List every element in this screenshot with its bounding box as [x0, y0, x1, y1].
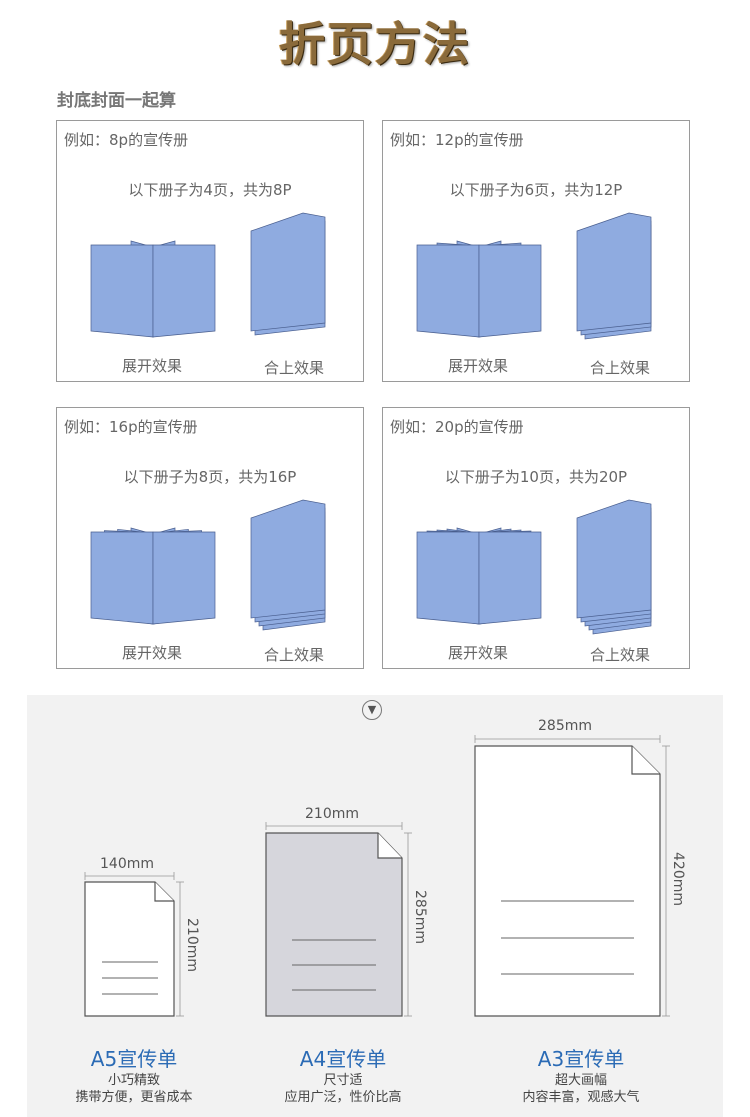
booklet-illustration — [90, 212, 326, 338]
open-right-page — [478, 531, 542, 625]
open-right-page — [478, 244, 542, 338]
a4-product-description: 应用广泛，性价比高 — [284, 1090, 402, 1105]
example-label: 例如：20p的宣传册 — [390, 418, 524, 436]
open-effect-caption: 展开效果 — [121, 357, 182, 375]
chevron-down-circle-icon: ▼ — [362, 700, 382, 720]
a5-sheet — [84, 872, 184, 1017]
open-right-page — [152, 531, 216, 625]
example-description: 以下册子为8页，共为16P — [123, 468, 297, 486]
example-box-16p: 例如：16p的宣传册 以下册子为8页，共为16P 展开效果 合上效果 — [56, 407, 364, 669]
a5-product-tagline: 小巧精致 — [107, 1073, 160, 1088]
example-description: 以下册子为4页，共为8P — [128, 181, 292, 199]
example-label: 例如：16p的宣传册 — [64, 418, 198, 436]
closed-page — [576, 212, 652, 332]
open-effect-caption: 展开效果 — [121, 644, 182, 662]
example-box-8p: 例如：8p的宣传册 以下册子为4页，共为8P 展开效果 合上效果 — [56, 120, 364, 382]
a5-product-name: A5宣传单 — [90, 1047, 178, 1071]
a3-width-label: 285mm — [538, 718, 592, 734]
section-subtitle: 封底封面一起算 — [57, 91, 176, 111]
a4-product-tagline: 尺寸适 — [323, 1073, 363, 1088]
a3-product-description: 内容丰富，观感大气 — [522, 1090, 640, 1105]
open-effect-caption: 展开效果 — [447, 357, 508, 375]
booklet-illustration — [416, 499, 652, 635]
page-title: 折页方法 — [279, 17, 471, 71]
example-label: 例如：8p的宣传册 — [64, 131, 189, 149]
a4-sheet — [265, 822, 412, 1017]
closed-effect-caption: 合上效果 — [589, 646, 650, 664]
a4-height-label: 285mm — [412, 890, 428, 944]
booklet-illustration — [90, 499, 326, 631]
example-box-12p: 例如：12p的宣传册 以下册子为6页，共为12P 展开效果 合上效果 — [382, 120, 690, 382]
closed-effect-caption: 合上效果 — [263, 359, 324, 377]
open-effect-caption: 展开效果 — [447, 644, 508, 662]
a3-height-label: 420mm — [670, 852, 686, 906]
closed-effect-caption: 合上效果 — [263, 646, 324, 664]
closed-page — [250, 212, 326, 332]
example-box-20p: 例如：20p的宣传册 以下册子为10页，共为20P 展开效果 合上效果 — [382, 407, 690, 669]
closed-page — [576, 499, 652, 619]
a3-product-tagline: 超大画幅 — [554, 1073, 607, 1088]
closed-page — [250, 499, 326, 619]
a5-height-label: 210mm — [184, 918, 200, 972]
booklet-illustration — [416, 212, 652, 340]
closed-effect-caption: 合上效果 — [589, 359, 650, 377]
a4-width-label: 210mm — [305, 806, 359, 822]
open-right-page — [152, 244, 216, 338]
a3-product-name: A3宣传单 — [537, 1047, 625, 1071]
a5-width-label: 140mm — [100, 856, 154, 872]
a4-product-name: A4宣传单 — [299, 1047, 387, 1071]
a5-product-description: 携带方便，更省成本 — [75, 1090, 193, 1105]
example-description: 以下册子为6页，共为12P — [449, 181, 623, 199]
example-description: 以下册子为10页，共为20P — [444, 468, 628, 486]
a3-sheet — [474, 735, 670, 1017]
example-label: 例如：12p的宣传册 — [390, 131, 524, 149]
